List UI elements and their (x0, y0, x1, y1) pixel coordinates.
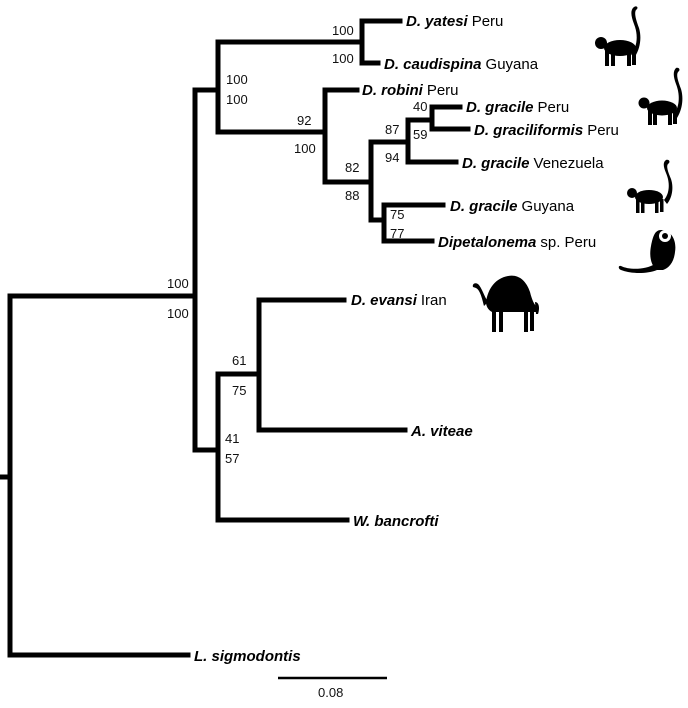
monkey-icon (627, 159, 673, 213)
support-value: 92 (297, 113, 311, 128)
tip-label: A. viteae (410, 423, 473, 440)
support-value: 75 (232, 383, 246, 398)
tamarin-icon (618, 230, 676, 273)
camel-icon (472, 275, 539, 332)
support-value: 57 (225, 451, 239, 466)
tip-label: W. bancrofti (353, 513, 439, 530)
monkey-icon (638, 67, 683, 125)
scale-bar-label: 0.08 (318, 685, 343, 700)
support-value: 100 (332, 23, 354, 38)
support-value: 77 (390, 226, 404, 241)
tip-label: L. sigmodontis (194, 648, 301, 665)
support-value: 41 (225, 431, 239, 446)
support-value: 100 (226, 72, 248, 87)
scale-bar: 0.08 (278, 676, 387, 700)
support-value: 75 (390, 207, 404, 222)
support-value: 100 (167, 276, 189, 291)
monkey-icon (595, 6, 641, 66)
support-value: 59 (413, 127, 427, 142)
support-value: 100 (294, 141, 316, 156)
support-value: 100 (167, 306, 189, 321)
support-value: 100 (332, 51, 354, 66)
tree-branches (0, 18, 471, 658)
support-value: 82 (345, 160, 359, 175)
support-value: 87 (385, 122, 399, 137)
support-value: 100 (226, 92, 248, 107)
support-value: 94 (385, 150, 399, 165)
support-value: 61 (232, 353, 246, 368)
support-values: 100 100 100 100 92 100 82 88 87 94 40 59… (167, 23, 427, 466)
support-value: 40 (413, 99, 427, 114)
support-value: 88 (345, 188, 359, 203)
